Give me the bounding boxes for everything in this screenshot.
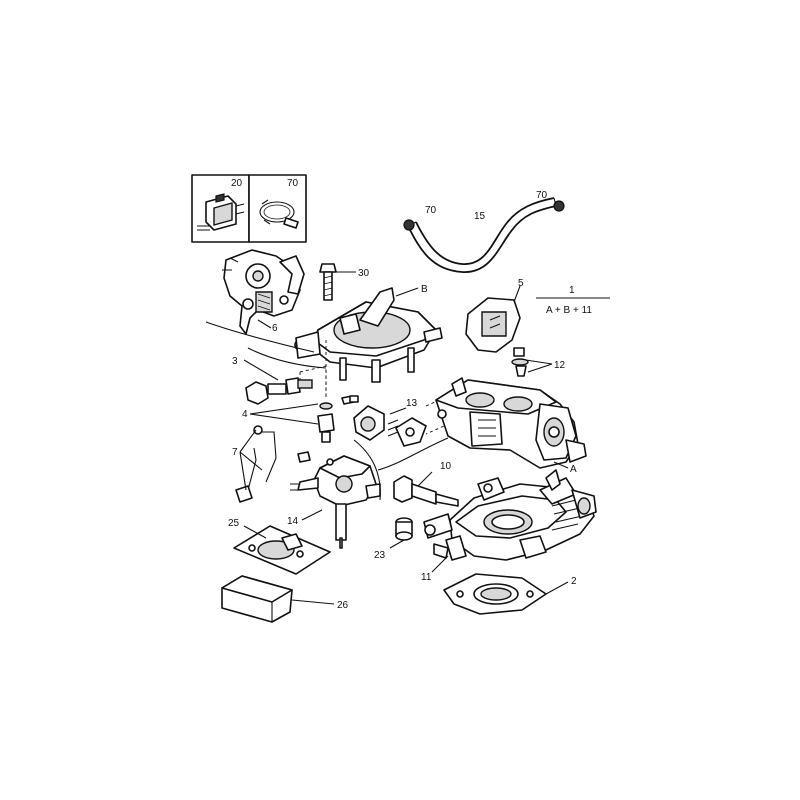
label-6: 6 — [272, 323, 278, 334]
part-14-valve — [290, 455, 381, 549]
part-30-screw — [319, 263, 337, 301]
leader-10 — [417, 471, 433, 487]
label-2: 2 — [571, 576, 577, 587]
part-7-rods — [235, 425, 311, 503]
separator-curve-upper — [205, 321, 315, 353]
part-2-base-gasket — [443, 573, 547, 615]
leader-5 — [513, 285, 521, 303]
leader-11 — [431, 555, 449, 573]
leader-3 — [243, 359, 279, 381]
leader-4 — [249, 403, 319, 425]
label-14: 14 — [287, 516, 299, 527]
leader-13 — [389, 407, 407, 415]
leader-25 — [243, 525, 267, 539]
leader-7 — [239, 429, 263, 491]
leader-26 — [291, 599, 335, 605]
label-12: 12 — [554, 360, 566, 371]
leader-2 — [545, 581, 569, 595]
label-25: 25 — [228, 518, 240, 529]
part-12-jet — [511, 347, 529, 377]
leader-6 — [257, 319, 272, 329]
label-26: 26 — [337, 600, 349, 611]
label-kit: A + B + 11 — [546, 305, 592, 316]
separator-curve-mid — [247, 347, 327, 369]
part-b-top-cover — [294, 287, 443, 383]
label-3: 3 — [232, 356, 238, 367]
label-b: B — [421, 284, 428, 295]
part-23-cap — [395, 517, 413, 541]
label-4: 4 — [242, 409, 248, 420]
label-20: 20 — [231, 178, 243, 189]
hose-clip-right — [553, 200, 565, 212]
inset-box-70 — [248, 174, 307, 243]
part-11-throttle-body — [423, 469, 597, 561]
label-23: 23 — [374, 550, 386, 561]
inset-box-20 — [191, 174, 250, 243]
part-13-diaphragm — [353, 405, 427, 447]
label-70-right: 70 — [536, 190, 548, 201]
part-26-box — [221, 575, 293, 623]
label-13: 13 — [406, 398, 418, 409]
separator-curve-14 — [353, 439, 381, 501]
hose-clip-left — [403, 219, 415, 231]
label-15: 15 — [474, 211, 486, 222]
part-3-plug — [245, 377, 313, 405]
label-5: 5 — [518, 278, 524, 289]
leader-14 — [301, 509, 323, 521]
leader-12 — [525, 359, 553, 373]
label-a: A — [570, 464, 577, 475]
part-10-sleeve — [393, 475, 459, 507]
label-1: 1 — [569, 285, 575, 296]
part-4-jet — [317, 402, 335, 443]
label-7: 7 — [232, 447, 238, 458]
label-30: 30 — [358, 268, 370, 279]
label-70-left: 70 — [425, 205, 437, 216]
part-25-gasket — [233, 525, 331, 575]
part-13-screw — [341, 395, 359, 405]
label-10: 10 — [440, 461, 452, 472]
part-5-housing — [465, 297, 521, 353]
part-a-body — [435, 377, 587, 469]
label-11: 11 — [421, 572, 432, 583]
leader-a — [553, 461, 569, 469]
leader-23 — [389, 539, 405, 549]
separator-curve-a — [377, 437, 449, 471]
part-6-linkage — [222, 249, 305, 335]
label-70-inset: 70 — [287, 178, 299, 189]
leader-b — [395, 287, 419, 297]
